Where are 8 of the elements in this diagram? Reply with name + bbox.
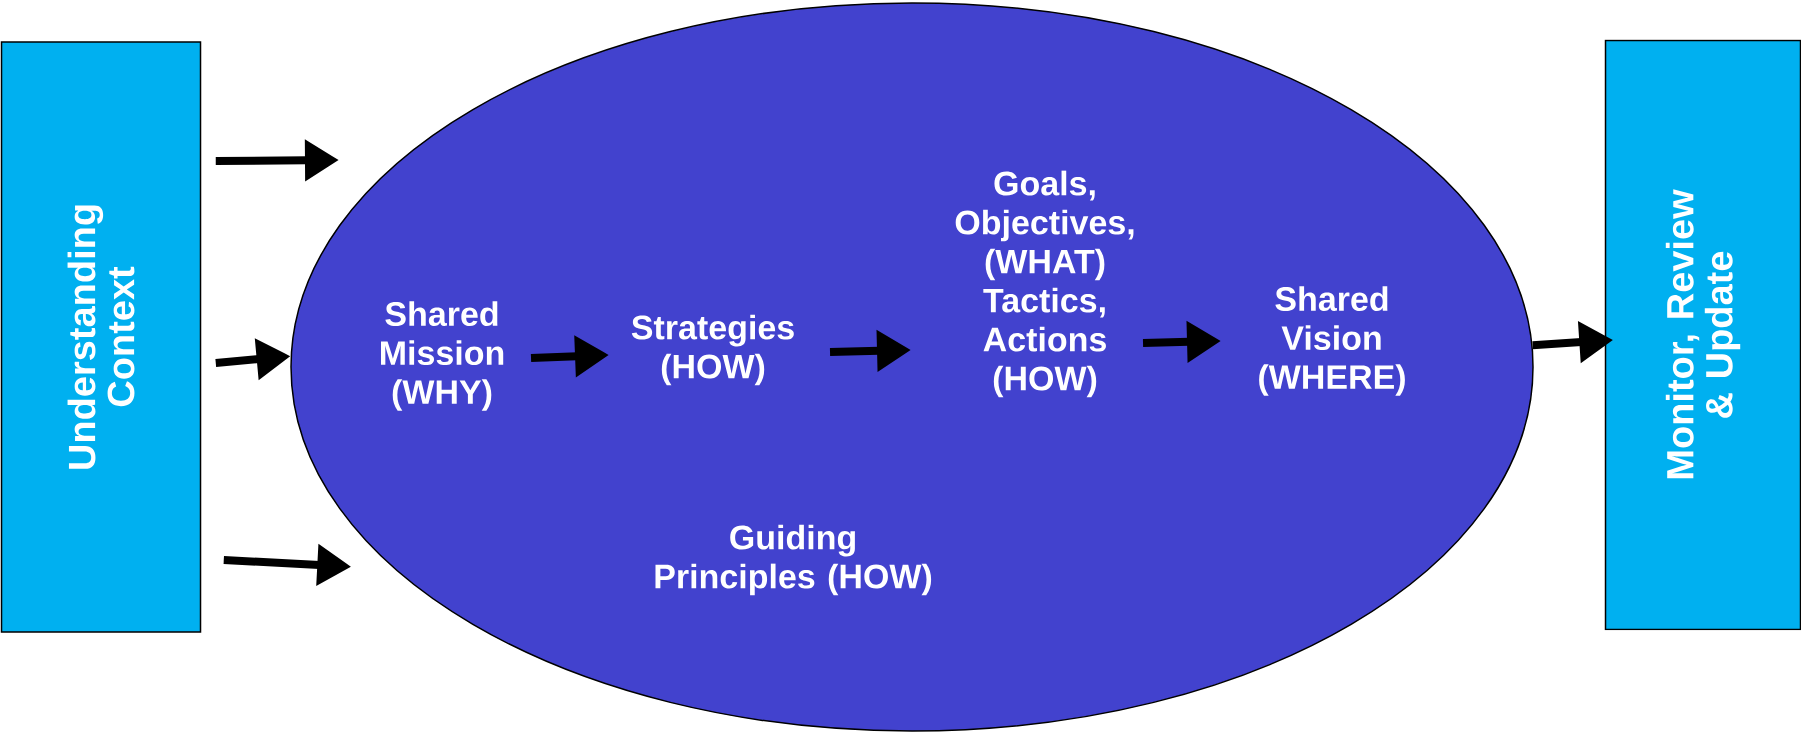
- step-label: Goals, Objectives, (WHAT) Tactics, Actions (HOW): [955, 170, 1134, 398]
- step-label: Strategies (HOW): [631, 314, 794, 386]
- step-label: Shared Vision (WHERE): [1259, 286, 1405, 396]
- ellipse: [290, 2, 1534, 732]
- context-box: Understanding Context: [0, 41, 202, 633]
- step-label: Shared Mission (WHY): [381, 301, 504, 411]
- step-label: Guiding Principles (HOW): [655, 524, 932, 596]
- review-box: Monitor, Review & Update: [1604, 39, 1801, 631]
